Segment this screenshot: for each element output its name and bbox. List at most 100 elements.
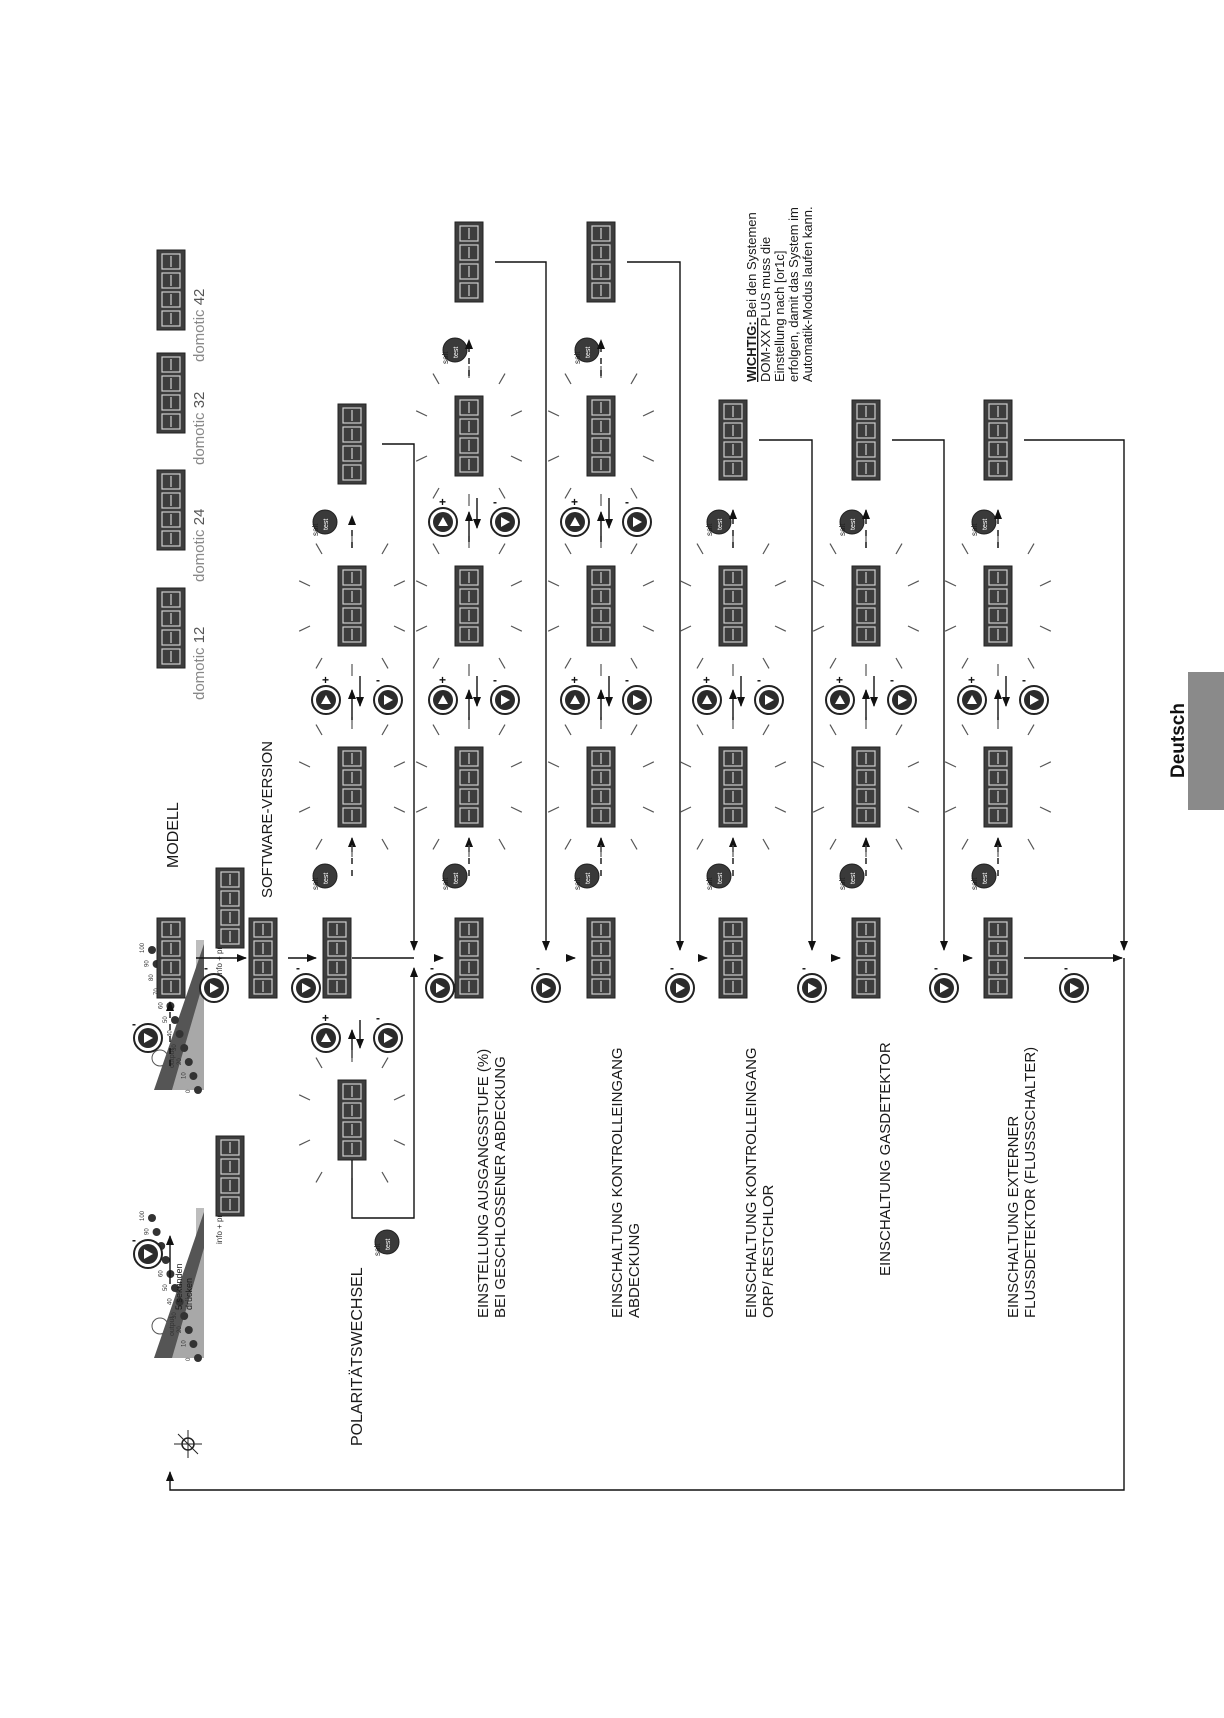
polaritaet-minus-button[interactable] [373,1023,403,1053]
blink-ray [679,761,692,768]
display-digit [161,978,181,995]
display-digit [856,607,876,624]
kontroll-option-display-2 [547,536,655,676]
gas-entry-display [851,917,881,999]
blink-ray [564,657,572,669]
blink-ray [696,838,704,850]
gas-final-display [851,399,881,481]
display-digit [591,769,611,786]
ausgang-minus-button[interactable] [490,685,520,715]
display-digit [342,588,362,605]
display-digit [723,921,743,938]
kontroll-minus-button[interactable] [622,685,652,715]
language-tab [1188,672,1224,810]
ausgang-minus-button-2[interactable] [490,507,520,537]
display-digit [988,959,1008,976]
display-digit [988,769,1008,786]
sign-label: - [493,495,497,509]
polaritaet-plus-button[interactable] [311,1023,341,1053]
blink-ray [907,806,920,813]
blink-ray [510,410,523,417]
gauge-left-scale-label: 30 [172,1312,178,1319]
gauge-left-scale-label: 50 [163,1284,169,1291]
software-minus-button[interactable] [291,973,321,1003]
sign-label: - [890,673,894,687]
gauge-right-scale-dot [148,946,156,954]
ausgang-plus-button[interactable] [428,685,458,715]
display-digit [459,978,479,995]
step-kontroll-minus-button[interactable] [531,973,561,1003]
fluss-plus-button[interactable] [957,685,987,715]
salt-test-button [839,509,865,535]
blink-ray [547,580,560,587]
salt-label: salt [838,523,847,536]
kontroll-plus-button[interactable] [560,685,590,715]
triangle-up-icon [702,695,712,704]
software-minus-button-2[interactable] [373,685,403,715]
display-digit [342,626,362,643]
step-ausgang-minus-button[interactable] [425,973,455,1003]
display-digit [342,1102,362,1119]
triangle-up-icon [438,695,448,704]
blink-ray [510,806,523,813]
gauge-right-scale-label: 10 [181,1072,187,1079]
blink-ray [961,724,969,736]
software-plus-button[interactable] [311,685,341,715]
sign-label: + [836,673,843,687]
fluss-minus-button[interactable] [1019,685,1049,715]
blink-ray [1027,838,1035,850]
kontroll-plus-button-2[interactable] [560,507,590,537]
display-digit [161,310,181,327]
display-digit [161,921,181,938]
blink-ray [564,724,572,736]
ausgang-plus-button-2[interactable] [428,507,458,537]
polaritaet-option-display [298,1050,406,1190]
kontroll-minus-button-2[interactable] [622,507,652,537]
display-digit [459,588,479,605]
blink-ray [630,543,638,555]
display-digit [342,769,362,786]
hold-minus-button[interactable] [133,1239,163,1269]
salt-label: salt [311,523,320,536]
blink-ray [1027,657,1035,669]
display-digit [161,356,181,373]
display-digit [459,225,479,242]
exit-minus-button[interactable] [133,1023,163,1053]
gas-plus-button[interactable] [825,685,855,715]
blink-ray [564,543,572,555]
play-icon [633,695,642,705]
blink-ray [415,410,428,417]
gas-minus-button[interactable] [887,685,917,715]
step-gas-minus-button[interactable] [797,973,827,1003]
heading-modell: MODELL [165,802,182,868]
display-digit [988,750,1008,767]
orp-plus-button[interactable] [692,685,722,715]
fluss-exit-minus-button[interactable] [1059,973,1089,1003]
gauge-right-scale-label: 30 [172,1044,178,1051]
step-fluss-minus-button[interactable] [929,973,959,1003]
orp-minus-button[interactable] [754,685,784,715]
triangle-up-icon [835,695,845,704]
salt-test-button [574,863,600,889]
display-digit [459,607,479,624]
salt-test-button [574,337,600,363]
play-icon [144,1249,153,1259]
sign-label: - [376,673,380,687]
modell-minus-button[interactable] [199,973,229,1003]
step-orp-minus-button[interactable] [665,973,695,1003]
display-digit [161,413,181,430]
gauge-right-scale-label: 80 [149,974,155,981]
